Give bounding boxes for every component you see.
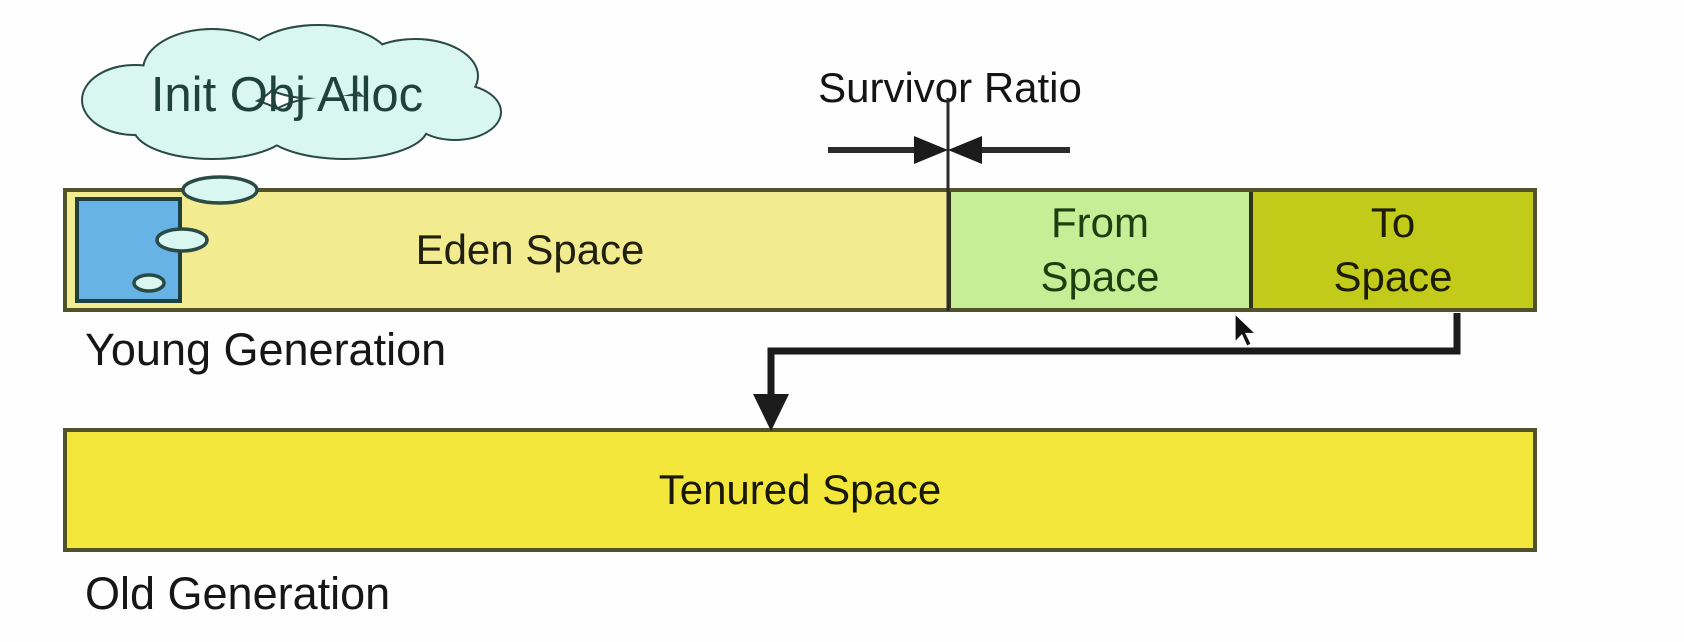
from-space-label-line2: Space — [1040, 253, 1160, 300]
old-generation-caption: Old Generation — [85, 568, 391, 619]
init-obj-alloc-box — [75, 197, 182, 303]
init-obj-alloc-cloud-label: Init Obj Alloc — [150, 68, 424, 122]
mouse-arrow-pointer-icon — [1234, 312, 1257, 348]
from-space-region: From Space — [947, 192, 1249, 308]
from-space-label-line1: From — [1051, 199, 1149, 246]
survivor-ratio-label: Survivor Ratio — [818, 64, 1082, 111]
to-space-label-line1: To — [1370, 199, 1416, 246]
young-generation-bar: Eden Space From Space To Space — [63, 188, 1537, 312]
elbow-down-arrow-icon — [753, 313, 1461, 431]
eden-space-region: Eden Space — [67, 192, 947, 308]
to-space-label-line2: Space — [1333, 253, 1453, 300]
to-space-region: To Space — [1249, 192, 1533, 308]
eden-space-label: Eden Space — [415, 226, 645, 273]
tenured-space-label: Tenured Space — [658, 466, 942, 513]
young-generation-caption: Young Generation — [85, 324, 447, 375]
tenured-space-bar: Tenured Space — [63, 428, 1537, 552]
